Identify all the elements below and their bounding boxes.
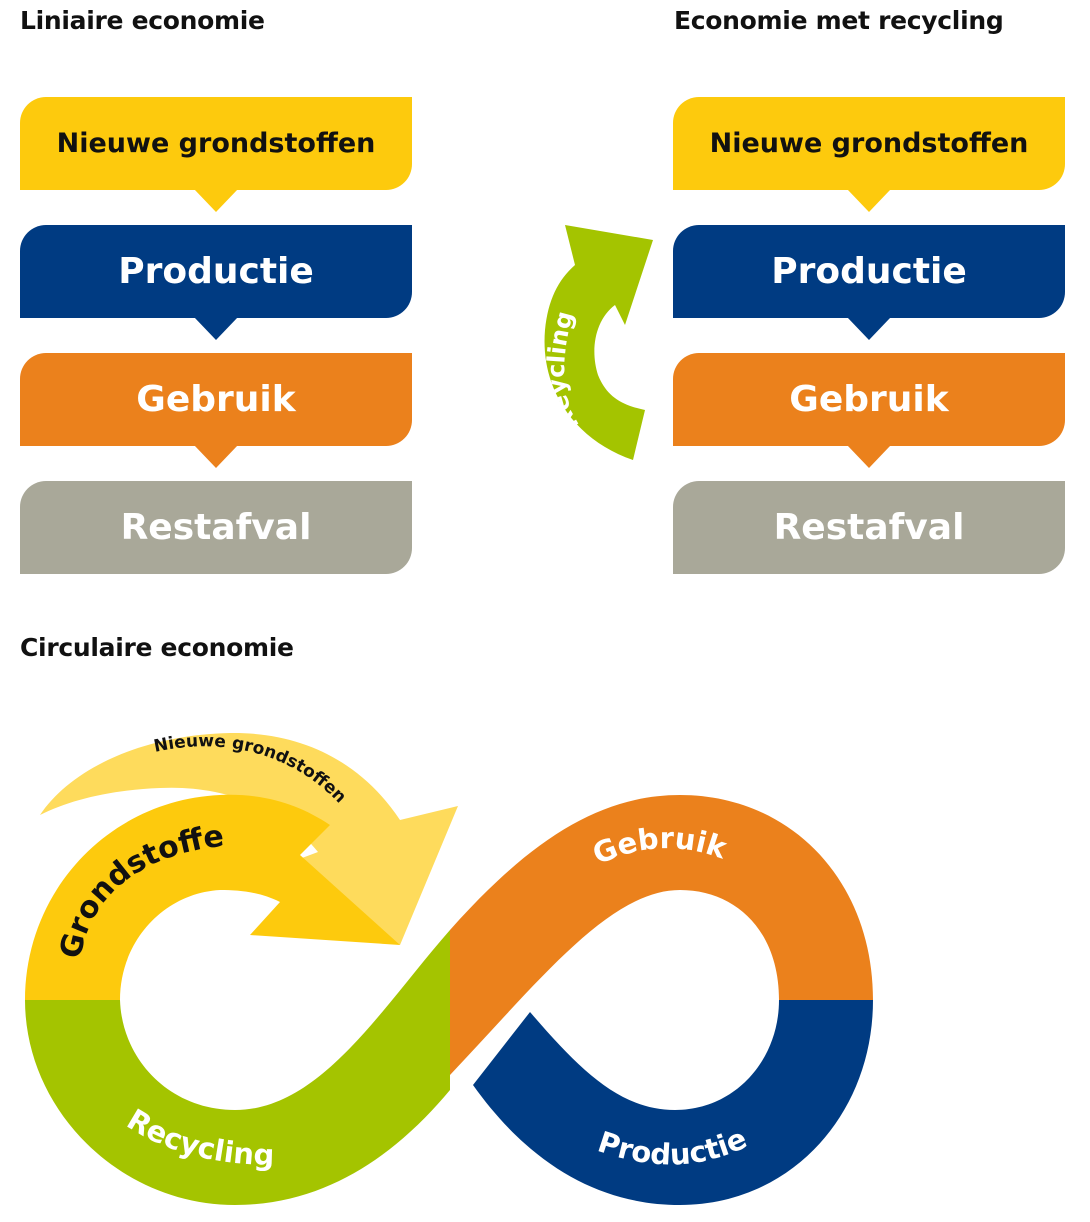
step-label: Productie xyxy=(771,251,967,292)
recycling-arrow-shape xyxy=(544,225,653,460)
step-label: Nieuwe grondstoffen xyxy=(709,128,1029,159)
linear-step-residual-waste: Restafval xyxy=(20,481,412,574)
arrow-down-icon xyxy=(847,189,891,212)
arrow-down-icon xyxy=(194,317,238,340)
recycling-step-production: Productie xyxy=(673,225,1065,340)
recycling-economy-title: Economie met recycling xyxy=(674,6,1004,35)
step-label: Restafval xyxy=(120,507,312,548)
circular-economy-title: Circulaire economie xyxy=(20,633,294,662)
step-label: Nieuwe grondstoffen xyxy=(56,128,376,159)
step-label: Gebruik xyxy=(136,379,296,420)
arrow-down-icon xyxy=(847,317,891,340)
recycling-step-new-raw-materials: Nieuwe grondstoffen xyxy=(673,97,1065,212)
linear-step-usage: Gebruik xyxy=(20,353,412,468)
segment-raw-materials xyxy=(25,794,400,1000)
circular-economy-diagram: Nieuwe grondstoffen Grondstoffen Gebruik… xyxy=(0,690,873,1205)
linear-step-new-raw-materials: Nieuwe grondstoffen xyxy=(20,97,412,212)
recycling-step-usage: Gebruik xyxy=(673,353,1065,468)
step-label: Gebruik xyxy=(789,379,949,420)
linear-economy-title: Liniaire economie xyxy=(20,6,265,35)
segment-production xyxy=(473,1000,873,1205)
segment-recycling xyxy=(25,930,450,1205)
arrow-down-icon xyxy=(194,445,238,468)
step-label: Restafval xyxy=(773,507,965,548)
arrow-down-icon xyxy=(194,189,238,212)
segment-usage xyxy=(450,795,873,1075)
linear-step-production: Productie xyxy=(20,225,412,340)
arrow-down-icon xyxy=(847,445,891,468)
recycling-step-residual-waste: Restafval xyxy=(673,481,1065,574)
step-label: Productie xyxy=(118,251,314,292)
recycling-arrow: Reycling xyxy=(542,225,653,460)
new-raw-materials-arrow xyxy=(40,732,458,945)
